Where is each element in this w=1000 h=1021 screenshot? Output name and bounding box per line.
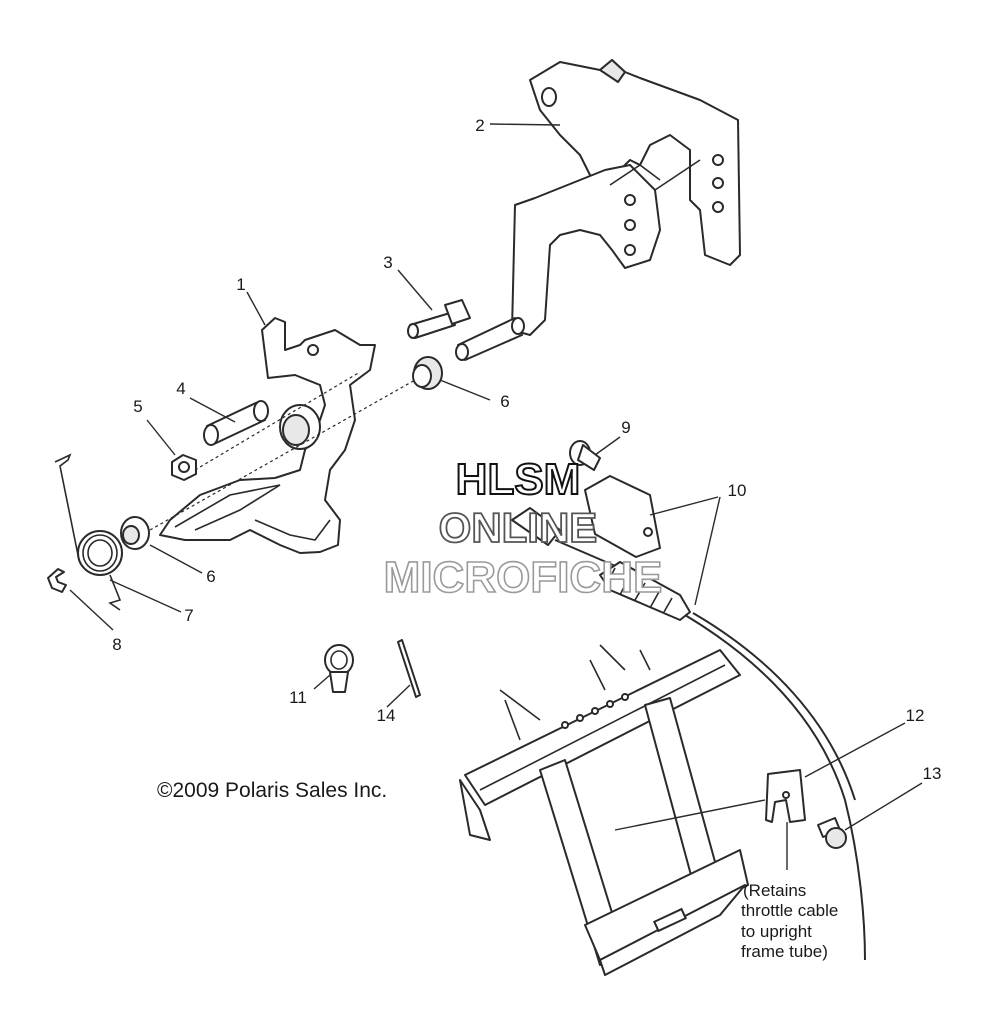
callout-labels: 1 2 3 4 5 6 6 7 8 9 10 11 14 12 13 (112, 116, 941, 783)
brake-pedal-part-1 (159, 317, 376, 554)
callout-6-lower: 6 (206, 567, 215, 586)
callout-3: 3 (383, 253, 392, 272)
alignment-line-lower (149, 379, 416, 531)
bushing-part-6-lower (120, 516, 150, 550)
spring-part-7 (54, 453, 123, 611)
callout-14: 14 (377, 706, 396, 725)
clip-part-8 (47, 568, 67, 593)
callout-6-upper: 6 (500, 392, 509, 411)
bushing-part-6-upper (412, 356, 443, 390)
copyright-text: ©2009 Polaris Sales Inc. (157, 779, 387, 802)
mounting-bracket-part-2 (511, 59, 741, 336)
leader-lines (69, 123, 923, 870)
alignment-line-upper (194, 371, 361, 471)
callout-1: 1 (236, 275, 245, 294)
callout-10: 10 (728, 481, 747, 500)
cable-clip-part-12 (765, 769, 806, 823)
callout-2: 2 (475, 116, 484, 135)
watermark-line-2: ONLINE (439, 504, 598, 551)
watermark-line-1: HLSM (456, 455, 581, 504)
pin-part-4 (203, 400, 269, 446)
callout-11: 11 (289, 688, 307, 707)
callout-12: 12 (906, 706, 925, 725)
note-line-2: throttle cable (741, 901, 838, 920)
callout-9: 9 (621, 418, 630, 437)
watermark: HLSM ONLINE MICROFICHE (383, 454, 663, 603)
callout-4: 4 (176, 379, 185, 398)
retains-note: (Retains throttle cable to upright frame… (741, 881, 838, 961)
note-line-3: to upright (741, 922, 812, 941)
watermark-line-3: MICROFICHE (384, 553, 663, 602)
callout-13: 13 (923, 764, 942, 783)
note-line-1: (Retains (743, 881, 806, 900)
callout-7: 7 (184, 606, 193, 625)
note-line-4: frame tube) (741, 942, 828, 961)
screw-part-13 (817, 817, 847, 849)
callout-5: 5 (133, 397, 142, 416)
cable-tie-part-14 (397, 639, 421, 698)
frame-upright (459, 644, 749, 976)
callout-8: 8 (112, 635, 121, 654)
bolt-part-3 (407, 299, 525, 361)
nut-part-5 (171, 454, 197, 481)
bolt-part-9 (569, 440, 601, 471)
clamp-part-11 (324, 644, 354, 693)
throttle-cable-part-10 (511, 475, 866, 961)
